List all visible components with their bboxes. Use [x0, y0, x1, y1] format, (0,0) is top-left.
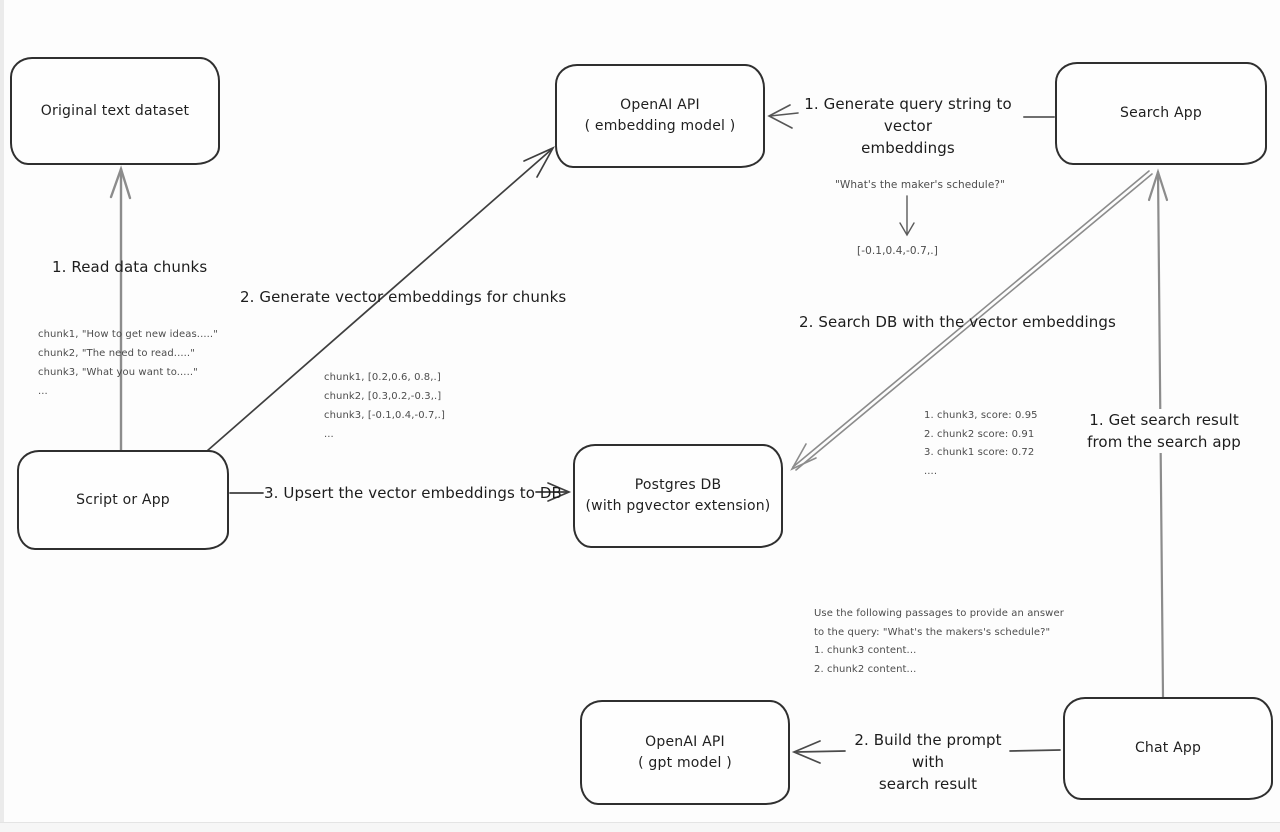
annotation-line: chunk3, [-0.1,0.4,-0.7,.] [324, 410, 445, 421]
annotation-line: 2. chunk2 content... [814, 663, 917, 675]
arrow-upsert[interactable] [229, 482, 572, 502]
flow-label-read-chunks[interactable]: 1. Read data chunks [52, 258, 208, 276]
node-label-line1: OpenAI API [645, 733, 725, 750]
annotation-line: ... [38, 386, 48, 397]
annotation-prompt-example[interactable]: Use the following passages to provide an… [814, 605, 1064, 679]
arrow-query-to-embedding[interactable] [767, 104, 799, 129]
flow-label-line2: embeddings [861, 139, 955, 157]
node-label: Search App [1120, 105, 1202, 121]
node-label-line1: OpenAI API [620, 97, 700, 113]
flow-label-line2: search result [878, 775, 978, 793]
flow-label-line1: 1. Generate query string to vector [804, 95, 1012, 135]
annotation-raw-chunks[interactable]: chunk1, "How to get new ideas....." chun… [38, 325, 218, 401]
annotation-line: ... [324, 429, 334, 440]
node-original-text-dataset[interactable]: Original text dataset [10, 57, 220, 165]
annotation-line: 2. chunk2 score: 0.91 [924, 428, 1035, 440]
node-postgres-db[interactable]: Postgres DB (with pgvector extension) [573, 444, 783, 548]
annotation-line: Use the following passages to provide an… [814, 608, 1064, 619]
node-label-line2: ( embedding model ) [584, 118, 736, 134]
flow-label-line2: from the search app [1087, 433, 1241, 451]
annotation-search-scores[interactable]: 1. chunk3, score: 0.95 2. chunk2 score: … [924, 407, 1038, 481]
flow-label-build-prompt[interactable]: 2. Build the prompt with search result [843, 729, 1013, 795]
node-label: Chat App [1134, 740, 1202, 756]
annotation-query-vector[interactable]: [-0.1,0.4,-0.7,.] [857, 245, 938, 257]
flow-label-generate-embeddings[interactable]: 2. Generate vector embeddings for chunks [240, 288, 567, 306]
node-label: Original text dataset [40, 102, 190, 119]
arrow-query-vector-down[interactable] [899, 195, 915, 237]
annotation-chunk-vectors[interactable]: chunk1, [0.2,0.6, 0.8,.] chunk2, [0.3,0.… [324, 368, 445, 444]
canvas-bottom-edge [0, 822, 1280, 832]
arrow-generate-embeddings[interactable] [206, 146, 555, 452]
annotation-query-question[interactable]: "What's the maker's schedule?" [835, 179, 1005, 191]
annotation-line: chunk2, [0.3,0.2,-0.3,.] [324, 391, 442, 402]
flow-label-upsert[interactable]: 3. Upsert the vector embeddings to DB [264, 484, 562, 502]
flow-label-get-search-result[interactable]: 1. Get search result from the search app [1083, 409, 1245, 453]
arrow-read-chunks[interactable] [109, 165, 132, 452]
flow-label-line1: 1. Get search result [1089, 411, 1239, 429]
node-label-line2: (with pgvector extension) [585, 498, 771, 514]
canvas-left-edge [0, 0, 4, 832]
node-chat-app[interactable]: Chat App [1063, 697, 1273, 800]
flow-label-search-db[interactable]: 2. Search DB with the vector embeddings [799, 313, 1116, 331]
flow-label-line1: 2. Build the prompt with [854, 731, 1002, 771]
node-label: Script or App [76, 491, 170, 508]
annotation-line: chunk1, "How to get new ideas....." [38, 329, 218, 340]
annotation-line: 1. chunk3 content... [814, 645, 917, 656]
flow-label-query-to-vector[interactable]: 1. Generate query string to vector embed… [788, 93, 1028, 159]
annotation-line: to the query: "What's the makers's sched… [814, 626, 1051, 638]
annotation-line: chunk1, [0.2,0.6, 0.8,.] [324, 372, 441, 383]
node-openai-api-gpt[interactable]: OpenAI API ( gpt model ) [580, 700, 790, 805]
node-script-or-app[interactable]: Script or App [17, 450, 229, 550]
annotation-line: chunk3, "What you want to....." [38, 367, 198, 378]
arrow-search-db[interactable] [790, 170, 1153, 471]
arrow-build-prompt[interactable] [791, 740, 1061, 764]
annotation-line: 1. chunk3, score: 0.95 [924, 410, 1038, 421]
node-label-line1: Postgres DB [634, 477, 722, 493]
annotation-line: .... [924, 465, 938, 477]
node-openai-api-embedding[interactable]: OpenAI API ( embedding model ) [555, 64, 765, 168]
annotation-line: chunk2, "The need to read....." [38, 348, 195, 359]
node-search-app[interactable]: Search App [1055, 62, 1267, 165]
node-label-line2: ( gpt model ) [638, 754, 732, 771]
annotation-line: 3. chunk1 score: 0.72 [924, 447, 1035, 458]
